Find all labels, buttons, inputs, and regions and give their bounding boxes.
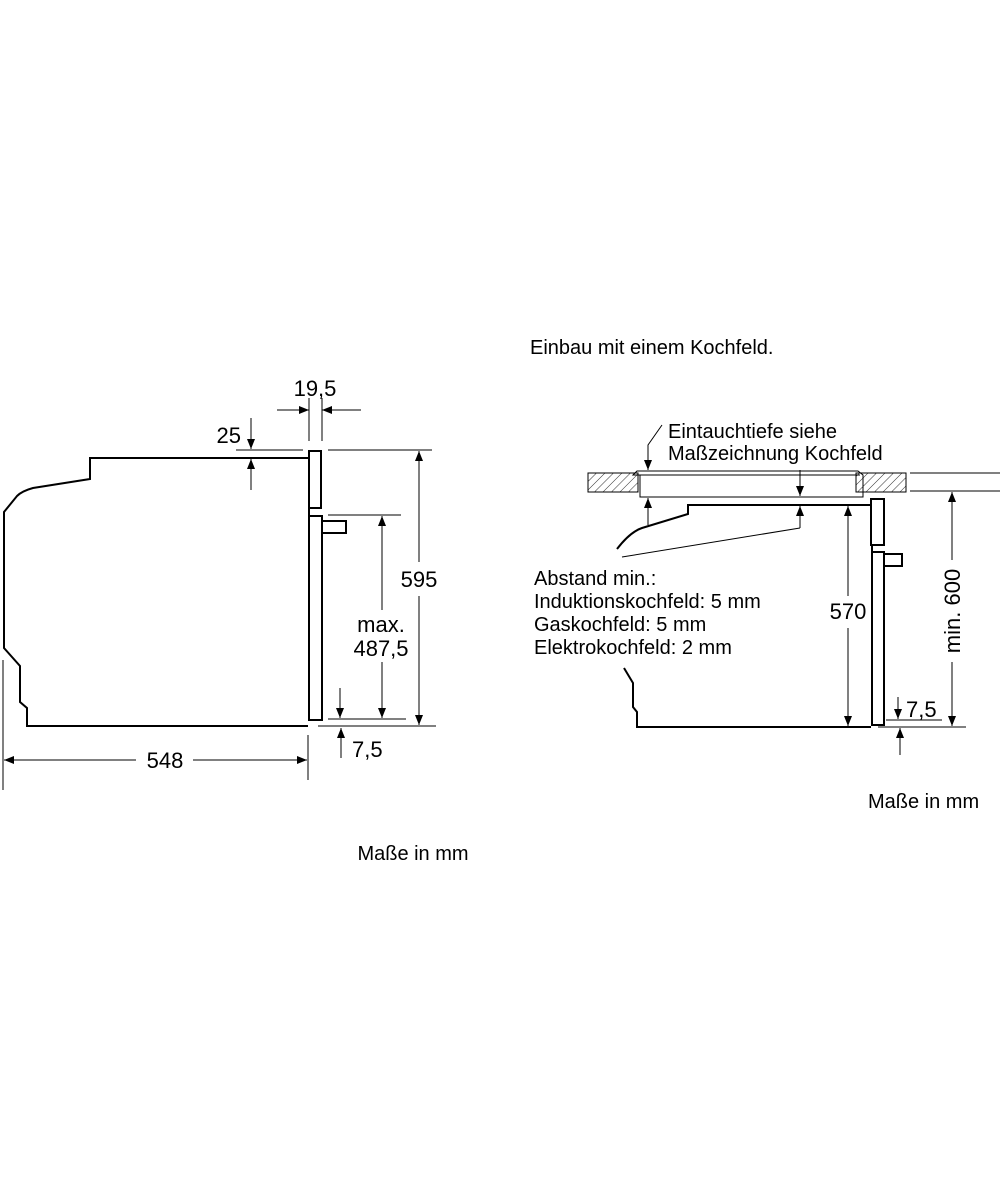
door-lower-panel [871, 545, 885, 726]
oven-body-lower [623, 667, 871, 728]
dim-width: 548 [147, 748, 184, 773]
oven-body-outline [616, 504, 871, 550]
countertop-left [587, 472, 639, 493]
clearance-notes: Abstand min.: Induktionskochfeld: 5 mm G… [534, 568, 761, 659]
cooktop [631, 470, 864, 498]
units-note-left: Maße in mm [357, 843, 468, 865]
door-upper-panel [870, 498, 885, 546]
dim-door-depth: 19,5 [294, 376, 337, 401]
dim-bottom-offset: 7,5 [352, 737, 383, 762]
clearance-induction: Induktionskochfeld: 5 mm [534, 591, 761, 613]
dim-max-value: 487,5 [353, 636, 408, 661]
units-note-right: Maße in mm [868, 791, 979, 813]
side-view-drawing: 19,5 25 595 max. 487,5 7,5 548 Maße in m… [2, 376, 469, 865]
countertop-right [855, 472, 907, 493]
dim-bottom-offset: 7,5 [906, 697, 937, 722]
callout-line1: Eintauchtiefe siehe [668, 421, 837, 443]
dim-oven-height: 570 [830, 599, 867, 624]
callout-line2: Maßzeichnung Kochfeld [668, 443, 883, 465]
dim-max-label: max. [357, 612, 405, 637]
dim-top-offset: 25 [217, 423, 241, 448]
oven-body-outline [3, 457, 308, 727]
cooktop-installation-drawing: Einbau mit einem Kochfeld. Eintauchtiefe… [530, 337, 1000, 813]
door-lower-panel [308, 508, 323, 721]
dim-height: 595 [401, 567, 438, 592]
door-handle [321, 520, 347, 534]
door-upper-panel [308, 450, 322, 509]
clearance-heading: Abstand min.: [534, 568, 656, 590]
clearance-electric: Elektrokochfeld: 2 mm [534, 637, 732, 659]
dim-niche-height: min. 600 [940, 569, 965, 653]
clearance-gas: Gaskochfeld: 5 mm [534, 614, 706, 636]
door-handle [883, 553, 903, 567]
drawing-title: Einbau mit einem Kochfeld. [530, 337, 773, 359]
